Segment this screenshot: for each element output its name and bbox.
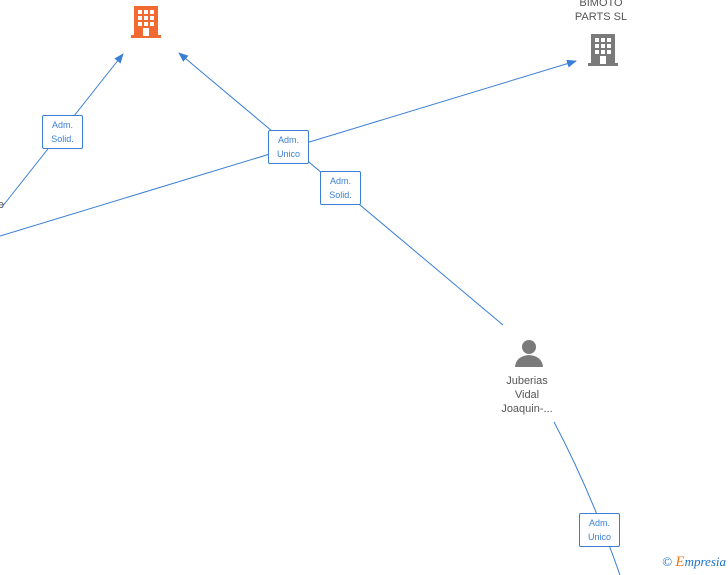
relation-role-line1: Adm. bbox=[329, 176, 351, 186]
relation-badge[interactable]: Adm. Unico bbox=[579, 513, 620, 547]
bimoto-label-line1: BIMOTO bbox=[579, 0, 623, 9]
brand-initial: E bbox=[675, 554, 685, 570]
edge-person-down bbox=[553, 421, 621, 575]
relation-role-line2: Unico bbox=[276, 149, 300, 159]
brand-rest: mpresia bbox=[684, 554, 726, 569]
empresia-watermark: © Empresia bbox=[662, 554, 726, 571]
relation-badge[interactable]: Adm. Solid. bbox=[42, 115, 83, 149]
relation-badge[interactable]: Adm. Unico bbox=[268, 130, 309, 164]
person-icon[interactable] bbox=[513, 338, 545, 373]
relation-role-line1: Adm. bbox=[277, 135, 299, 145]
relation-badge[interactable]: Adm. Solid. bbox=[320, 171, 361, 205]
relation-role-line2: Solid. bbox=[329, 190, 352, 200]
company-main-building-icon[interactable] bbox=[131, 3, 161, 44]
bimoto-building-icon[interactable] bbox=[587, 31, 619, 72]
relation-role-line1: Adm. bbox=[51, 120, 73, 130]
relation-role-line2: Unico bbox=[587, 532, 611, 542]
bimoto-label-line2: PARTS SL bbox=[574, 11, 628, 23]
left-node-partial-label: e bbox=[0, 199, 5, 211]
relation-role-line1: Adm. bbox=[588, 518, 610, 528]
copyright-symbol: © bbox=[662, 554, 673, 569]
person-label-line2: Vidal bbox=[514, 389, 540, 401]
person-label-line1: Juberias bbox=[506, 375, 548, 387]
relation-role-line2: Solid. bbox=[51, 134, 74, 144]
bimoto-label: BIMOTO PARTS SL bbox=[556, 0, 646, 24]
person-label-line3: Joaquin-... bbox=[501, 403, 553, 415]
person-label: Juberias Vidal Joaquin-... bbox=[482, 374, 572, 416]
